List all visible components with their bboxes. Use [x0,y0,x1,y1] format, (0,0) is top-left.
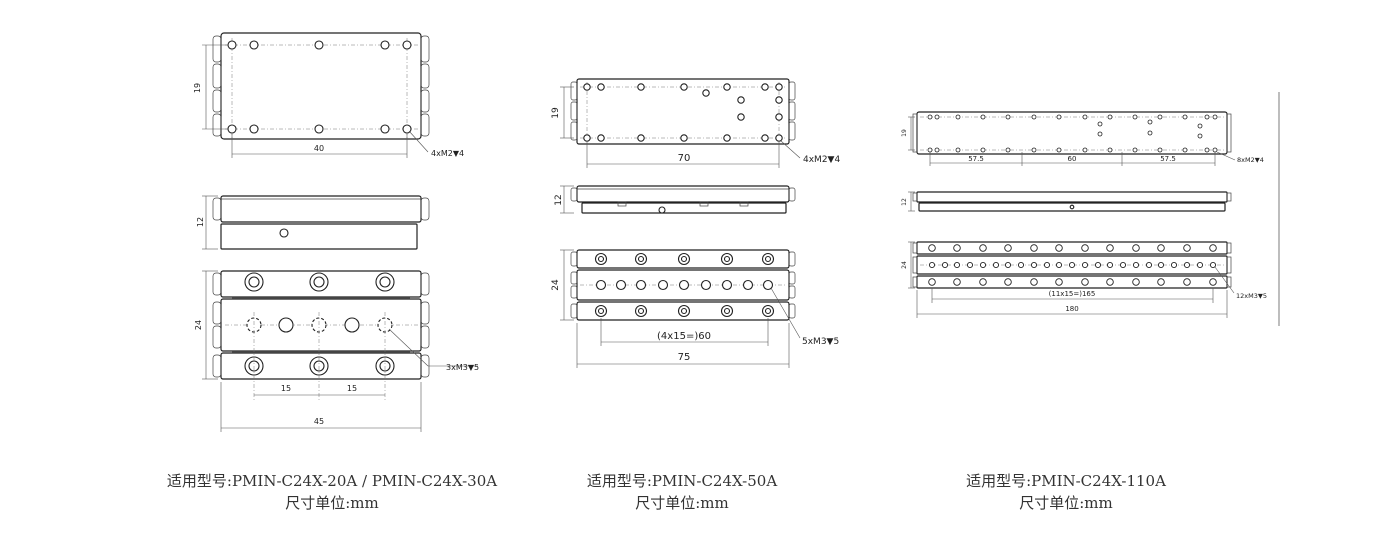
g3-dim-top-h: 19 [901,129,908,137]
g3-dim-front-w: 180 [1065,305,1078,313]
g3-dim-side-h: 12 [901,198,908,206]
g1-callout-front: 3xM3▼5 [446,363,479,372]
group-3-drawings: 19 57.5 60 57.5 8xM2▼4 12 [901,92,1280,326]
g2-dim-front-h: 24 [551,279,561,291]
g3-caption: 适用型号:PMIN-C24X-110A 尺寸单位:mm [936,470,1196,514]
g2-callout-top: 4xM2▼4 [803,155,840,165]
g1-dim-side-h: 12 [196,217,205,227]
g1-dim-pitch-b: 15 [347,384,357,393]
g2-dim-top-w: 70 [678,153,691,164]
g3-side-view [908,191,1232,212]
g1-unit-caption: 尺寸单位:mm [285,494,379,512]
g2-dim-side-h: 12 [554,194,564,205]
g2-callout-front: 5xM3▼5 [802,337,839,347]
g3-top-view [908,111,1236,166]
g2-unit-caption: 尺寸单位:mm [635,494,729,512]
g3-callout-top: 8xM2▼4 [1237,156,1264,164]
g2-caption: 适用型号:PMIN-C24X-50A 尺寸单位:mm [552,470,812,514]
g1-dim-front-w: 45 [314,417,324,426]
g1-dim-top-h: 19 [193,83,202,93]
g1-dim-front-h: 24 [194,320,203,330]
g1-front-view [202,270,478,432]
g1-dim-pitch-a: 15 [281,384,291,393]
g3-dim-seg3: 57.5 [1160,155,1176,163]
g1-caption: 适用型号:PMIN-C24X-20A / PMIN-C24X-30A 尺寸单位:… [152,470,512,514]
g2-dim-top-h: 19 [551,107,561,119]
g3-dim-seg1: 57.5 [968,155,984,163]
group-1-drawings: 19 40 4xM2▼4 12 [193,32,479,432]
g3-dim-pitch: (11x15=)165 [1049,290,1096,298]
g3-front-view [908,241,1235,318]
g1-model-caption: 适用型号:PMIN-C24X-20A / PMIN-C24X-30A [166,472,498,490]
g1-dim-top-w: 40 [314,144,324,153]
g1-callout-top: 4xM2▼4 [431,149,464,158]
g1-top-view [202,32,430,158]
g2-front-view [560,249,801,368]
group-2-drawings: 19 70 4xM2▼4 12 [551,78,840,368]
g2-model-caption: 适用型号:PMIN-C24X-50A [586,472,778,490]
g1-side-view [202,195,430,250]
g2-side-view [560,185,796,214]
g2-dim-pitch: (4x15=)60 [657,331,711,342]
g3-dim-seg2: 60 [1068,155,1077,163]
g2-dim-front-w: 75 [678,352,691,363]
g2-top-view [560,78,801,168]
g3-model-caption: 适用型号:PMIN-C24X-110A [966,472,1166,490]
g3-unit-caption: 尺寸单位:mm [1019,494,1113,512]
g3-callout-front: 12xM3▼5 [1236,292,1267,300]
g3-dim-front-h: 24 [901,261,908,269]
